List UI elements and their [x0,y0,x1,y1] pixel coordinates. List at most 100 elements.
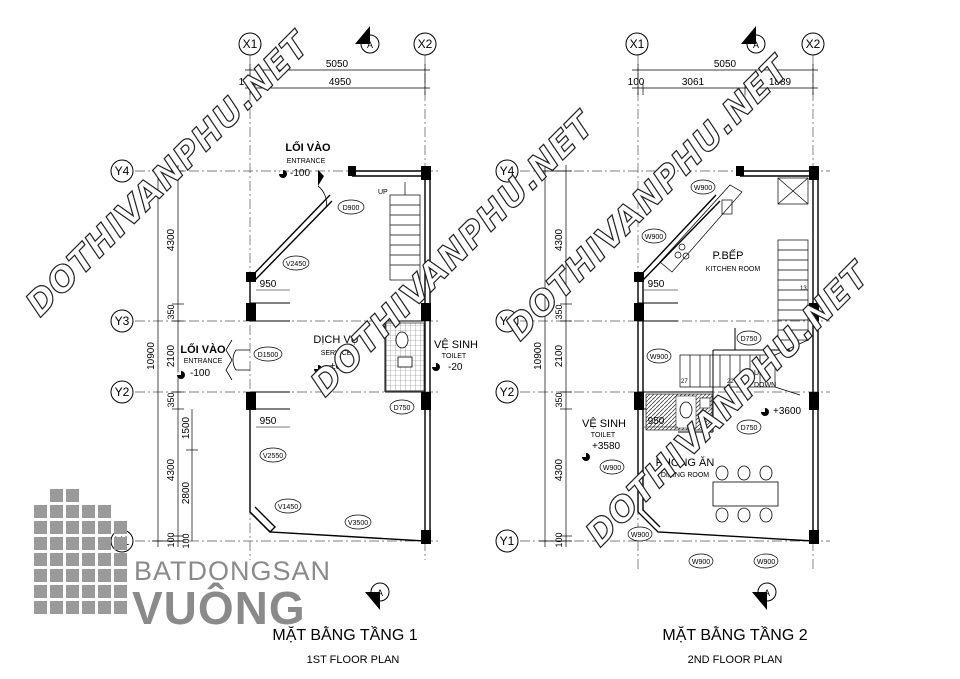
tag-d750: D750 [389,399,415,415]
tag-v3500: V3500 [344,514,372,530]
dim-left-total-2: 10900 [533,342,544,370]
dining-sub: DINING ROOM [661,472,709,479]
plan-2-subtitle: 2ND FLOOR PLAN [688,654,783,666]
plan-1-subtitle: 1ST FLOOR PLAN [307,654,400,666]
logo-bottom-text: VUÔNG [132,582,306,634]
svg-text:W900: W900 [631,532,649,539]
svg-text:A: A [764,588,770,598]
svg-text:A: A [367,40,373,50]
entrance-1-level: -100 [290,168,310,179]
tag-w900-c: W900 [646,348,672,364]
dim-left-350-a: 350 [166,304,176,319]
dim-inner-100: 100 [181,533,191,548]
dim-left-100: 100 [166,532,176,547]
tag-d750-b: D750 [736,419,762,435]
axis-bubble-y2-2: Y2 [495,380,519,404]
svg-text:W900: W900 [757,559,775,566]
dim-left-2100-2: 2100 [554,344,565,367]
axis-bubble-y1-2: Y1 [495,529,519,553]
toilet-1-sub: TOILET [442,353,467,360]
section-marker-bottom-2: A [752,582,777,610]
toilet-2-level: +3580 [592,441,621,452]
entrance-2-sub: ENTRANCE [184,358,223,365]
section-marker-top: A [355,26,380,54]
kitchen-counter [659,177,809,273]
watermark-4: DOTHIVANPHU.NET [578,253,879,554]
entrance-2-level: -100 [190,368,210,379]
plan-2: X1 X2 Y4 Y3 Y2 Y1 A A [495,26,830,666]
toilet-1-label: VỆ SINH [434,338,478,351]
axis-bubble-y4-2: Y4 [495,159,519,183]
service-room-label: DỊCH VỤ [313,334,358,346]
svg-text:V2550: V2550 [263,453,283,460]
floor-2-level: +3600 [773,406,802,417]
toilet-1-level: -20 [448,362,463,373]
axis-bubble-x2: X2 [413,32,437,56]
dim-950-a-2: 950 [648,279,665,290]
dim-left-100-2: 100 [554,532,564,547]
tag-w900-g: W900 [753,553,779,569]
svg-text:V2450: V2450 [286,261,306,268]
tag-w900-e: W900 [627,526,653,542]
svg-text:X1: X1 [243,37,258,51]
walls-plan-1 [249,170,431,542]
section-marker-top-2: A [741,26,766,54]
svg-text:Y4: Y4 [500,164,515,178]
toilet-room-2 [645,393,713,431]
axis-bubble-x2-2: X2 [801,32,825,56]
dim-total-top-2: 5050 [714,59,737,70]
svg-text:W900: W900 [694,185,712,192]
dim-left-4300-bottom-2: 4300 [554,458,565,481]
svg-text:D750: D750 [741,425,758,432]
svg-text:X2: X2 [806,37,821,51]
dim-total-top: 5050 [326,59,349,70]
svg-text:X2: X2 [418,37,433,51]
svg-text:Y2: Y2 [115,385,130,399]
stair-down-label: DOWN [754,382,776,389]
tag-v2550: V2550 [259,447,287,463]
axis-bubble-y2: Y2 [110,380,134,404]
tag-w900-a: W900 [690,179,716,195]
svg-text:W900: W900 [692,559,710,566]
tag-v1450: V1450 [274,498,302,514]
svg-text:Y2: Y2 [500,385,515,399]
logo-top-text: BATDONGSAN [134,556,331,586]
brand-logo: BATDONGSAN VUÔNG [34,489,331,634]
dim-left-2100: 2100 [166,344,177,367]
kitchen-label: P.BẾP [713,249,744,262]
toilet-2-label: VỆ SINH [582,417,626,430]
stair-up-label: UP [378,189,388,196]
svg-text:A: A [753,40,759,50]
dim-top-c-2: 1889 [769,77,792,88]
dim-950-a: 950 [260,279,277,290]
tag-w900-b: W900 [641,228,667,244]
tag-d900: D900 [337,199,365,215]
dim-950-b-2: 950 [648,416,665,427]
svg-text:W900: W900 [650,354,668,361]
stair-step-22: 22 [727,379,734,385]
toilet-2-sub: TOILET [591,432,616,439]
plan-1-title: MẶT BẰNG TẦNG 1 [272,625,417,644]
svg-text:W900: W900 [603,465,621,472]
svg-text:Y4: Y4 [115,164,130,178]
tag-w900-d: W900 [599,459,625,475]
logo-building-icon [34,489,127,614]
dim-inner-1500: 1500 [181,416,192,439]
entrance-1-sub: ENTRANCE [287,158,326,165]
dim-950-b: 950 [260,416,277,427]
service-room-level: ±0 [330,361,341,372]
stair-step-13: 13 [800,286,807,292]
section-marker-bottom: A [365,582,390,610]
dim-inner-2800: 2800 [181,481,192,504]
dim-left-4300-top: 4300 [166,228,177,251]
service-room-sub: SERVICE [321,350,352,357]
staircase-2 [679,239,809,396]
svg-text:X1: X1 [630,37,645,51]
dim-left-4300-bottom: 4300 [166,458,177,481]
staircase-1 [389,182,421,281]
axis-bubble-y3-2: Y3 [495,309,519,333]
dim-top-a-2: 100 [628,77,645,88]
entrance-2-label: LỐI VÀO [180,342,226,356]
svg-text:A: A [377,588,383,598]
